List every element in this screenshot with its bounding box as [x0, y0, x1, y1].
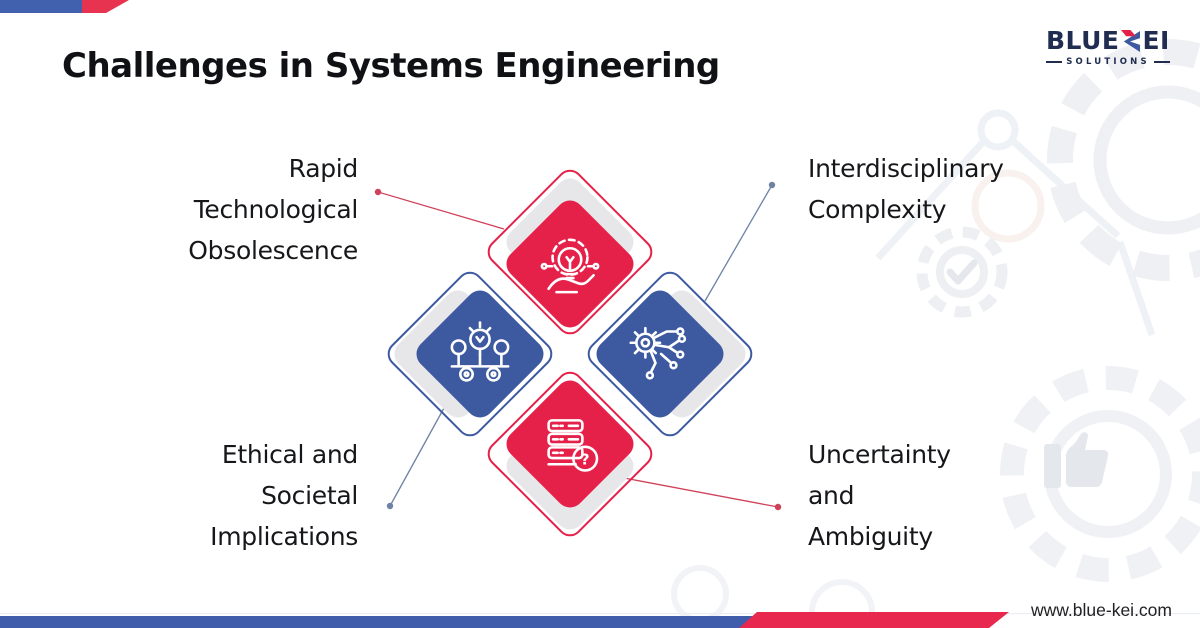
diamond-node-top	[500, 194, 640, 334]
diamond-node-bottom: ?	[500, 374, 640, 514]
connector-dot	[768, 181, 776, 189]
label-line: Technological	[193, 195, 359, 224]
diamond-node-right	[590, 284, 730, 424]
thumbs-up-icon	[1044, 432, 1109, 488]
logo-text-blue: BLUE	[1046, 26, 1120, 55]
label-rapid-technological-obsolescence: Rapid Technological Obsolescence	[188, 148, 358, 271]
logo-text-ei: EI	[1142, 26, 1170, 55]
label-uncertainty-ambiguity: Uncertainty and Ambiguity	[808, 434, 951, 557]
connector-dot	[774, 503, 782, 511]
page-title: Challenges in Systems Engineering	[62, 46, 720, 86]
label-line: Uncertainty	[808, 440, 951, 469]
label-line: and	[808, 481, 855, 510]
idea-bulbs-cart-icon	[450, 321, 510, 382]
gear-circuit-icon	[629, 326, 687, 380]
question-mark-glyph: ?	[581, 450, 590, 468]
label-line: Ethical and	[221, 440, 358, 469]
network-lines-watermark	[875, 109, 1156, 337]
label-line: Ambiguity	[808, 522, 933, 551]
connector-dot	[386, 502, 394, 510]
gear-thumbsup-watermark	[1000, 366, 1200, 582]
label-line: Societal	[261, 481, 358, 510]
corner-accent-bars	[0, 0, 129, 13]
label-line: Obsolescence	[188, 236, 358, 265]
logo-tagline: SOLUTIONS	[1066, 57, 1150, 67]
diamond-node-left	[410, 284, 550, 424]
label-line: Rapid	[288, 154, 359, 183]
connector-dot	[374, 188, 382, 196]
tagline-dash-left	[1046, 61, 1063, 63]
footer-accent-bars	[0, 612, 1200, 628]
gear-check-watermark	[916, 226, 1008, 318]
innovation-hand-bulb-gear-icon	[540, 238, 600, 294]
bluekei-logo: BLUE EI SOLUTIONS	[1046, 26, 1170, 67]
label-line: Complexity	[808, 195, 947, 224]
tagline-dash-right	[1153, 61, 1170, 63]
label-line: Interdisciplinary	[808, 154, 1004, 183]
label-ethical-societal-implications: Ethical and Societal Implications	[210, 434, 358, 557]
gear-watermark-top-right	[1047, 39, 1200, 281]
label-interdisciplinary-complexity: Interdisciplinary Complexity	[808, 148, 1004, 230]
label-line: Implications	[210, 522, 358, 551]
database-question-icon: ?	[547, 419, 599, 472]
logo-k-icon	[1121, 29, 1141, 52]
logo-tagline-row: SOLUTIONS	[1046, 57, 1170, 67]
website-url: www.blue-kei.com	[1030, 600, 1172, 620]
logo-wordmark: BLUE EI	[1046, 26, 1170, 55]
